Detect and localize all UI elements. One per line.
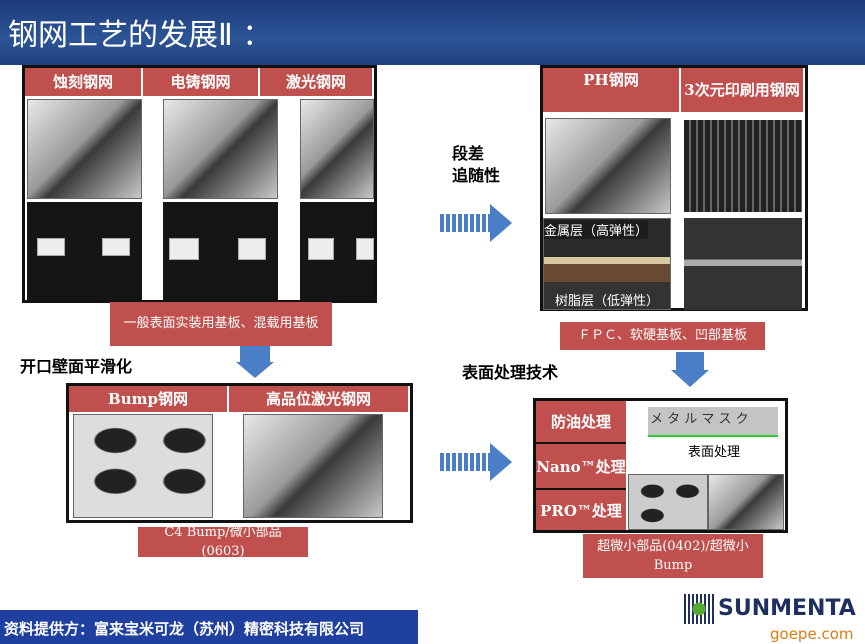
image-layer-cross-section [543, 218, 671, 310]
item-nano: Nano™处理 [536, 444, 626, 490]
panel-surface-treatment: 防油处理 Nano™处理 PRO™处理 メ タ ル マ ス ク 表面处理 [533, 398, 788, 533]
label-surface: 表面处理 [688, 445, 741, 460]
header-laser: 激光钢网 [260, 68, 374, 96]
panel-bump-stencil: Bump钢网 高品位激光钢网 [66, 383, 413, 523]
right-arrow-head-icon-2 [490, 443, 512, 481]
sem-image-laser [300, 99, 374, 199]
down-arrow-icon [240, 346, 270, 362]
caption-micro-parts: 超微小部品(0402)/超微小Bump [583, 534, 763, 578]
sem-image-aperture [708, 474, 784, 530]
header-etched: 蚀刻钢网 [25, 68, 143, 96]
panel-stencil-types: 蚀刻钢网 电铸钢网 激光钢网 [22, 65, 377, 303]
label-step-following: 段差 追随性 [452, 144, 501, 186]
sem-image-holes [628, 474, 708, 530]
label-surface-treatment: 表面处理技术 [462, 363, 559, 382]
down-arrow-icon-2 [676, 352, 704, 370]
caption-general-smt: 一般表面实装用基板、混载用基板 [110, 302, 332, 346]
logo-text: SUNMENTA [718, 596, 856, 621]
item-pro: PRO™处理 [536, 490, 626, 530]
right-arrow-icon [440, 214, 490, 232]
page-title: 钢网工艺的发展Ⅱ ： [8, 18, 273, 53]
header-hq-laser: 高品位激光钢网 [229, 386, 410, 412]
down-arrow-head-icon-2 [671, 370, 709, 387]
label-smoothing: 开口壁面平滑化 [20, 357, 133, 376]
header-3d-print: 3次元印刷用钢网 [681, 68, 805, 112]
watermark: goepe.com [770, 625, 854, 643]
image-3d-board [684, 120, 802, 212]
sem-image-hq-laser [243, 414, 383, 518]
header-bump: Bump钢网 [69, 386, 229, 412]
logo-icon [684, 594, 714, 624]
caption-fpc: ＦＰＣ、软硬基板、凹部基板 [560, 322, 765, 350]
header-electroformed: 电铸钢网 [143, 68, 260, 96]
item-oil-proof: 防油处理 [536, 401, 626, 444]
caption-c4-bump: C4 Bump/微小部品(0603) [138, 525, 308, 559]
sem-image-electroformed [163, 99, 278, 199]
sem-image-ph [545, 118, 671, 214]
label-metal-layer: 金属层（高弹性） [544, 220, 649, 239]
image-step-print [684, 218, 802, 310]
panel-ph-stencil: PH钢网 3次元印刷用钢网 金属层（高弹性） 树脂层（低弹性） [540, 65, 808, 311]
right-arrow-head-icon [490, 204, 512, 242]
right-arrow-icon-2 [440, 453, 490, 471]
sem-image-etched [27, 99, 142, 199]
title-bar [0, 0, 865, 65]
metal-mask-diagram: メ タ ル マ ス ク [648, 407, 778, 437]
footer-source: 资料提供方：富来宝米可龙（苏州）精密科技有限公司 [0, 610, 418, 644]
cross-section-etched [27, 202, 142, 300]
cross-section-electroformed [163, 202, 278, 300]
header-ph: PH钢网 [543, 68, 681, 112]
label-resin-layer: 树脂层（低弹性） [555, 294, 660, 309]
down-arrow-head-icon [236, 362, 274, 378]
cross-section-laser [300, 202, 374, 300]
sem-image-bump [73, 414, 213, 518]
